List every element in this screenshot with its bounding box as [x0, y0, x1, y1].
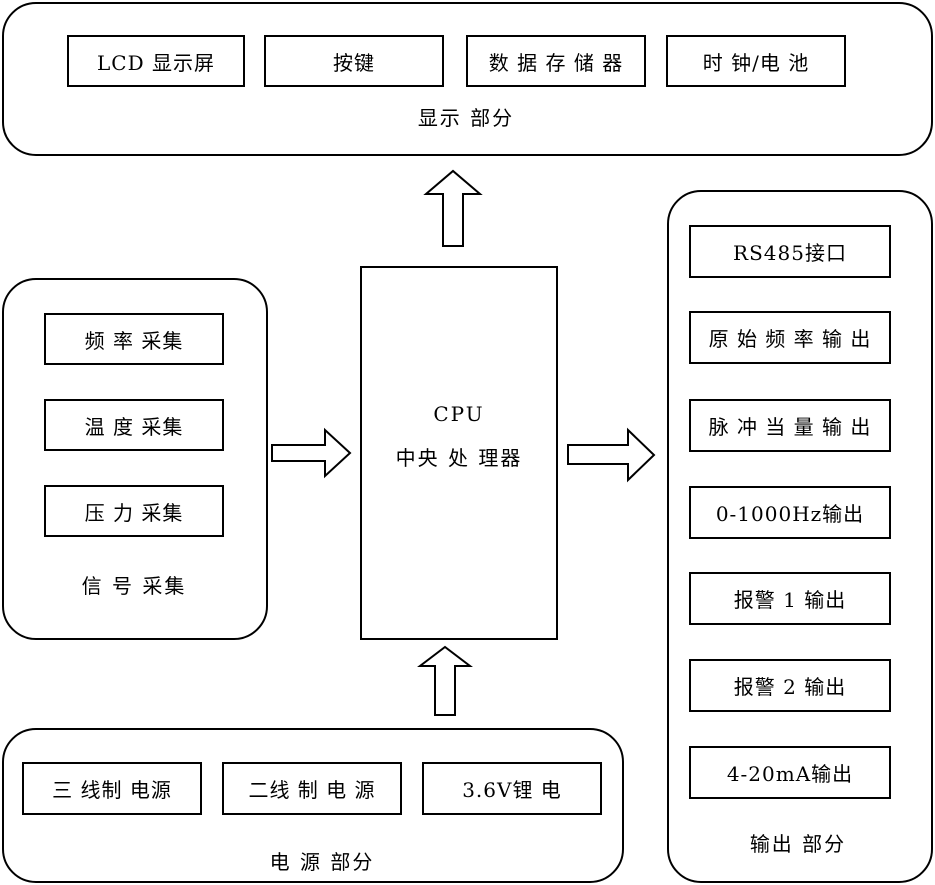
data-storage-box: 数 据 存 储 器: [466, 35, 646, 87]
display-section-caption: 显示 部分: [417, 106, 515, 130]
temperature-acquisition-box: 温 度 采集: [44, 399, 224, 451]
clock-battery-box: 时 钟/电 池: [666, 35, 846, 87]
current-loop-output-box: 4-20mA输出: [689, 746, 891, 799]
pressure-acquisition-box: 压 力 采集: [44, 485, 224, 537]
cpu-label: CPU: [433, 402, 485, 426]
arrow-signal-to-cpu: [271, 427, 352, 479]
keys-box: 按键: [264, 35, 444, 87]
raw-frequency-output-box: 原 始 频 率 输 出: [689, 311, 891, 364]
frequency-range-output-box: 0-1000Hz输出: [689, 486, 891, 539]
lithium-battery-box: 3.6V锂 电: [422, 762, 602, 815]
two-wire-power-box: 二线 制 电 源: [222, 762, 402, 815]
rs485-box: RS485接口: [689, 225, 891, 278]
signal-section-caption: 信 号 采集: [81, 574, 187, 598]
alarm-2-output-box: 报警 2 输出: [689, 659, 891, 712]
cpu-subtitle: 中央 处 理器: [395, 446, 523, 470]
power-section-caption: 电 源 部分: [269, 850, 375, 874]
output-section-caption: 输出 部分: [749, 832, 847, 856]
alarm-1-output-box: 报警 1 输出: [689, 572, 891, 625]
arrow-power-to-cpu: [417, 645, 473, 716]
cpu-box: CPU 中央 处 理器: [360, 266, 558, 640]
arrow-cpu-to-output: [567, 427, 656, 483]
frequency-acquisition-box: 频 率 采集: [44, 313, 224, 365]
arrow-cpu-to-display: [423, 169, 483, 247]
three-wire-power-box: 三 线制 电源: [22, 762, 202, 815]
lcd-box: LCD 显示屏: [67, 35, 245, 87]
pulse-equivalent-output-box: 脉 冲 当 量 输 出: [689, 399, 891, 452]
